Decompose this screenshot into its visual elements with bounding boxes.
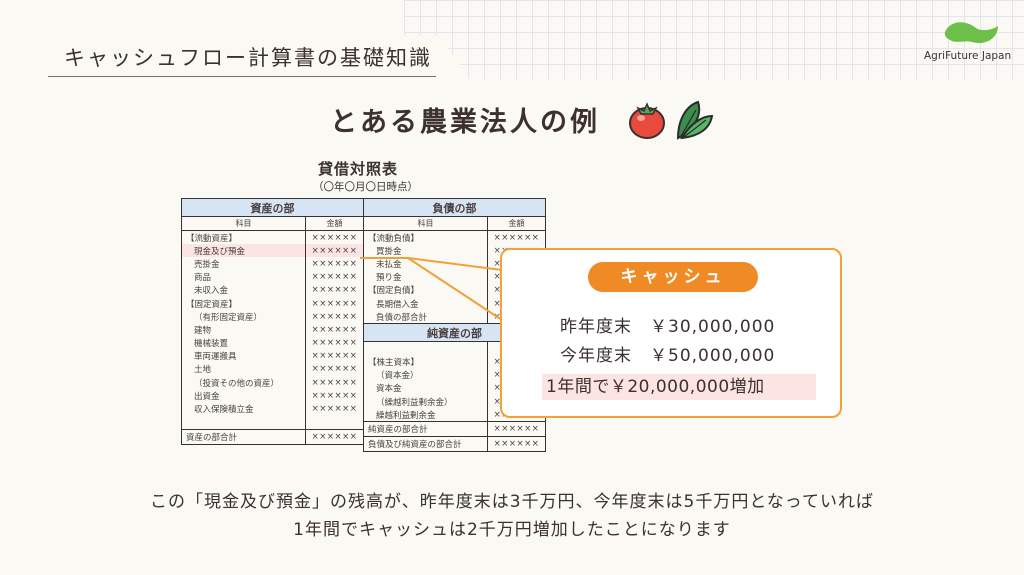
- assets-total-row: 資産の部合計××××××: [181, 428, 364, 445]
- row-label: 預り金: [363, 270, 488, 284]
- cash-callout: キャッシュ 昨年度末 ￥30,000,000 今年度末 ￥50,000,000 1年…: [500, 248, 842, 418]
- table-row: （有形固定資産）××××××: [181, 310, 364, 324]
- row-value: ××××××: [305, 270, 364, 284]
- row-label: （投資その他の資産）: [181, 376, 306, 390]
- row-label: 売掛金: [181, 257, 306, 271]
- row-label: 現金及び預金: [181, 244, 306, 258]
- row-label: 【固定資産】: [181, 296, 306, 311]
- table-row-cash: 現金及び預金××××××: [181, 244, 364, 258]
- row-label: 商品: [181, 270, 306, 284]
- this-year-value: ￥50,000,000: [650, 346, 776, 366]
- last-year-row: 昨年度末 ￥30,000,000: [560, 312, 775, 337]
- row-value: ××××××: [305, 230, 364, 245]
- row-label: 資産の部合計: [181, 428, 306, 445]
- row-label: 負債及び純資産の部合計: [363, 436, 488, 453]
- logo-leaf-icon: [944, 22, 998, 44]
- row-value: ××××××: [305, 389, 364, 403]
- table-row: 収入保険積立金××××××: [181, 402, 364, 416]
- row-label: 土地: [181, 362, 306, 377]
- row-label: 未収入金: [181, 283, 306, 297]
- row-value: ××××××: [305, 244, 364, 258]
- liabilities-header: 負債の部: [363, 198, 546, 217]
- row-label: 資本金: [363, 381, 488, 396]
- row-label: （有形固定資産）: [181, 310, 306, 324]
- balance-sheet-title: 貸借対照表: [318, 160, 399, 178]
- row-label: 負債の部合計: [363, 310, 488, 324]
- liabilities-col-item: 科目: [363, 216, 488, 231]
- footer-line-2: 1年間でキャッシュは2千万円増加したことになります: [293, 520, 731, 540]
- table-row: 出資金××××××: [181, 389, 364, 403]
- row-label: （繰越利益剰余金）: [363, 395, 488, 409]
- assets-header: 資産の部: [181, 198, 364, 217]
- row-label: 車両運搬具: [181, 349, 306, 363]
- table-row: 土地××××××: [181, 362, 364, 377]
- row-value: ××××××: [305, 428, 364, 445]
- row-value: ××××××: [305, 283, 364, 297]
- table-row: 機械装置××××××: [181, 336, 364, 350]
- tomato-icon: [629, 102, 665, 139]
- header-band: [0, 36, 470, 80]
- row-value: ××××××: [305, 336, 364, 350]
- last-year-value: ￥30,000,000: [650, 317, 776, 337]
- row-label: 純資産の部合計: [363, 421, 488, 438]
- main-title: とある農業法人の例: [330, 107, 600, 138]
- balance-sheet-subtitle: （〇年〇月〇日時点）: [313, 181, 418, 193]
- row-label: （資本金）: [363, 368, 488, 382]
- header-title: キャッシュフロー計算書の基礎知識: [64, 46, 432, 70]
- increase-text: 1年間で￥20,000,000増加: [542, 374, 816, 400]
- last-year-label: 昨年度末: [560, 317, 632, 337]
- table-row: （投資その他の資産）××××××: [181, 376, 364, 390]
- header-underline: [48, 76, 436, 77]
- row-value: ××××××: [487, 436, 546, 453]
- table-row: 【流動負債】××××××: [363, 230, 546, 245]
- table-row: 未収入金××××××: [181, 283, 364, 297]
- table-row: 【流動資産】××××××: [181, 230, 364, 245]
- row-label: 未払金: [363, 257, 488, 271]
- table-row: 建物××××××: [181, 323, 364, 337]
- row-label: 機械装置: [181, 336, 306, 350]
- row-value: ××××××: [305, 376, 364, 390]
- row-label: 出資金: [181, 389, 306, 403]
- spinach-icon: [676, 100, 714, 140]
- row-label: 【株主資本】: [363, 355, 488, 369]
- liabilities-col-amount: 金額: [487, 216, 546, 231]
- row-label: 買掛金: [363, 244, 488, 258]
- row-label: 【固定負債】: [363, 283, 488, 297]
- this-year-row: 今年度末 ￥50,000,000: [560, 341, 775, 366]
- this-year-label: 今年度末: [560, 346, 632, 366]
- assets-table: 資産の部 科目 金額 【流動資産】×××××× 現金及び預金×××××× 売掛金…: [181, 198, 364, 445]
- table-row-spacer: [181, 415, 364, 430]
- row-value: ××××××: [305, 362, 364, 377]
- row-value: ××××××: [487, 230, 546, 245]
- equity-total-row: 純資産の部合計××××××: [363, 421, 546, 438]
- grand-total-row: 負債及び純資産の部合計××××××: [363, 436, 546, 453]
- table-row: 商品××××××: [181, 270, 364, 284]
- row-value: ××××××: [305, 349, 364, 363]
- logo: AgriFuture Japan: [924, 18, 1016, 68]
- row-value: ××××××: [305, 310, 364, 324]
- row-label: 繰越利益剰余金: [363, 408, 488, 422]
- table-row: 【固定資産】××××××: [181, 296, 364, 311]
- row-label: 長期借入金: [363, 296, 488, 311]
- assets-col-amount: 金額: [305, 216, 364, 231]
- background-grid: [404, 0, 1024, 80]
- row-label: 【流動負債】: [363, 230, 488, 245]
- footer-line-1: この「現金及び預金」の残高が、昨年度末は3千万円、今年度末は5千万円となっていれ…: [150, 492, 874, 512]
- cash-badge: キャッシュ: [588, 262, 758, 292]
- table-row: 売掛金××××××: [181, 257, 364, 271]
- row-value: ××××××: [305, 402, 364, 416]
- row-label: 収入保険積立金: [181, 402, 306, 416]
- row-label: 【流動資産】: [181, 230, 306, 245]
- table-row: 車両運搬具××××××: [181, 349, 364, 363]
- row-value: ××××××: [487, 421, 546, 438]
- row-label: 建物: [181, 323, 306, 337]
- logo-text: AgriFuture Japan: [924, 50, 1012, 62]
- row-value: ××××××: [305, 257, 364, 271]
- row-value: ××××××: [305, 296, 364, 311]
- row-value: ××××××: [305, 323, 364, 337]
- assets-col-item: 科目: [181, 216, 306, 231]
